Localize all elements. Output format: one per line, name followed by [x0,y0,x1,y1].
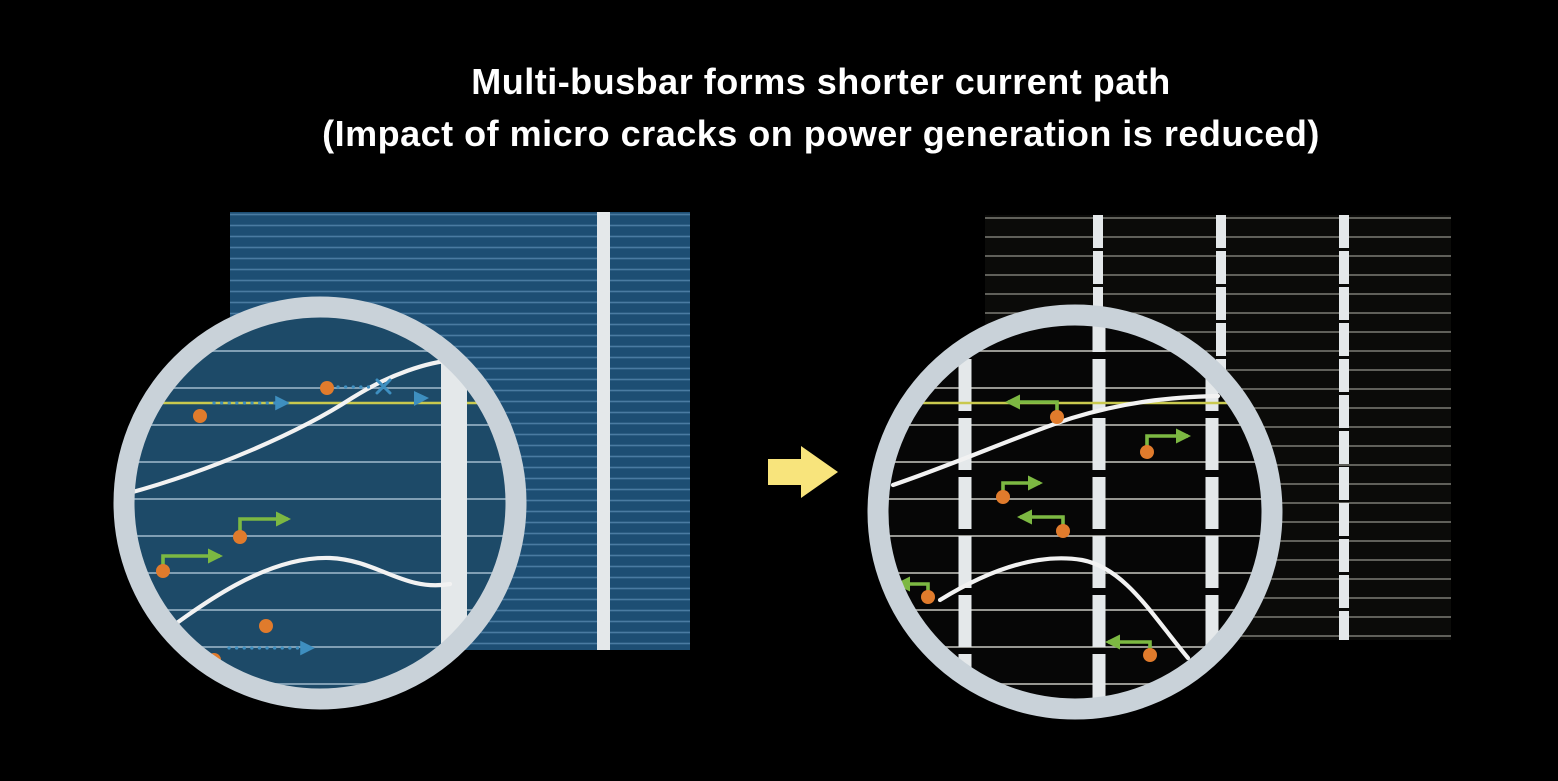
right-arrow-icon [768,446,838,498]
magnifier-ring [113,296,527,710]
magnifier-ring [867,304,1283,720]
micro-crack-lower [937,556,1191,661]
electron-dot [921,590,935,604]
conventional-cell-magnifier [113,296,527,710]
electron-dot [193,409,207,423]
micro-crack-upper [124,357,457,499]
micro-crack-upper [890,393,1221,488]
electron-dot [320,381,334,395]
electron-dot [156,564,170,578]
long-path-arrowhead [414,391,429,406]
multi-busbar-cell-magnifier [867,304,1283,720]
electron-dot [996,490,1010,504]
title-line-2: (Impact of micro cracks on power generat… [322,113,1320,154]
electron-dot [1056,524,1070,538]
electron-dot [233,530,247,544]
title-line-1: Multi-busbar forms shorter current path [471,61,1171,102]
electron-dot [1050,410,1064,424]
magnified-content [124,307,516,699]
electron-dot [1143,648,1157,662]
micro-crack-lower [133,555,453,657]
diagram-title: Multi-busbar forms shorter current path … [42,56,1558,160]
electron-dot [259,619,273,633]
busbar [597,212,610,650]
electron-dot [1140,445,1154,459]
blocked-path-x-icon [375,378,392,395]
